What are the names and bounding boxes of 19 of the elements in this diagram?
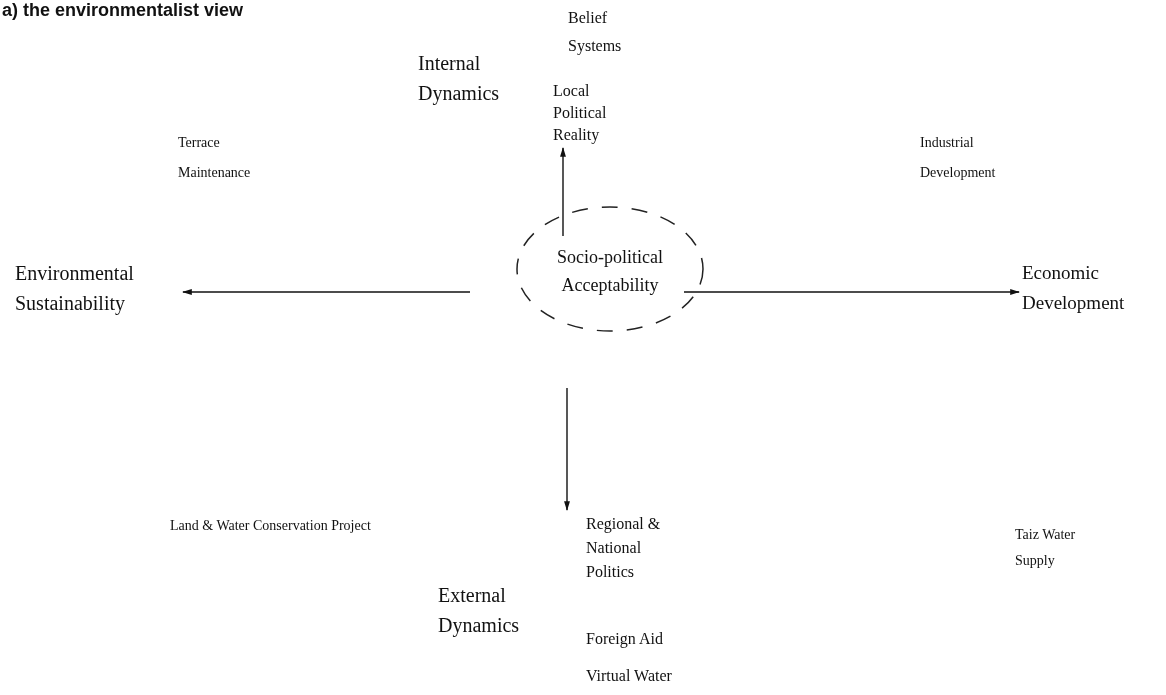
axis-label: Environmental Sustainability	[15, 258, 180, 318]
axis-label: Local Political Reality	[553, 80, 619, 146]
text-label: Taiz Water Supply	[1015, 526, 1077, 570]
text-label: External Dynamics	[438, 583, 521, 639]
text-label: Foreign Aid	[586, 629, 664, 650]
arrow	[564, 387, 570, 511]
axis-label: Regional & National Politics	[562, 512, 678, 584]
text-label: Terrace Maintenance	[178, 134, 252, 182]
text-label: Land & Water Conservation Project	[170, 517, 372, 535]
diagram-title: a) the environmentalist view	[2, 0, 244, 21]
text-label: Industrial Development	[920, 134, 997, 182]
arrow	[560, 147, 566, 237]
text-label: Virtual Water	[586, 666, 673, 686]
text-label: Belief Systems	[568, 8, 623, 57]
ellipse-label: Socio-political Acceptability	[556, 246, 664, 297]
text-label: Internal Dynamics	[418, 51, 501, 107]
arrow	[683, 289, 1020, 295]
axis-label: Economic Development	[1022, 258, 1166, 318]
arrow	[182, 289, 471, 295]
